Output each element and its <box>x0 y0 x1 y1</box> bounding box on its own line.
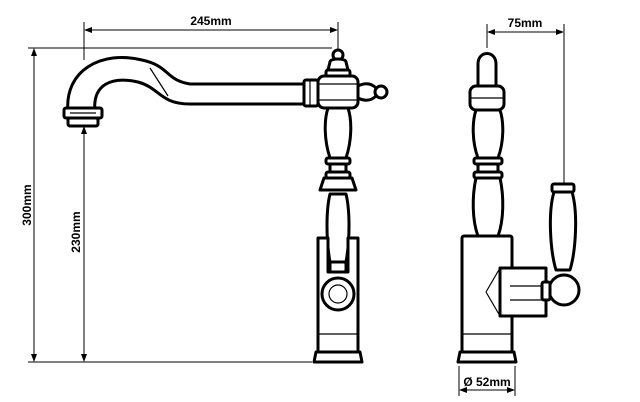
main-lever-handle <box>325 192 351 274</box>
dimension-side-depth-label: 75mm <box>508 16 543 30</box>
dimension-side-depth: 75mm <box>486 16 565 184</box>
dimension-spout-height-label: 230mm <box>69 211 83 252</box>
dimension-spout-reach: 245mm <box>83 14 339 60</box>
side-base <box>456 350 518 364</box>
mixer-body <box>316 236 360 354</box>
dimension-total-height-label: 300mm <box>20 184 34 225</box>
ornate-column <box>318 106 358 192</box>
dimension-base-diameter-label: Ø 52mm <box>463 375 510 389</box>
spout-collar <box>302 78 320 108</box>
front-base <box>312 350 364 364</box>
side-spout <box>468 52 506 112</box>
side-column <box>471 108 505 238</box>
front-view <box>62 48 389 364</box>
dimension-base-diameter: Ø 52mm <box>458 366 516 396</box>
dimension-spout-reach-label: 245mm <box>190 14 231 28</box>
side-lever-handle <box>540 182 581 307</box>
top-lever-handle <box>356 82 389 102</box>
dimension-total-height: 300mm <box>20 47 332 363</box>
top-cap <box>316 48 360 110</box>
spout <box>62 55 314 128</box>
dimension-spout-height: 230mm <box>69 126 87 362</box>
side-view <box>456 52 581 364</box>
side-body <box>460 234 548 354</box>
